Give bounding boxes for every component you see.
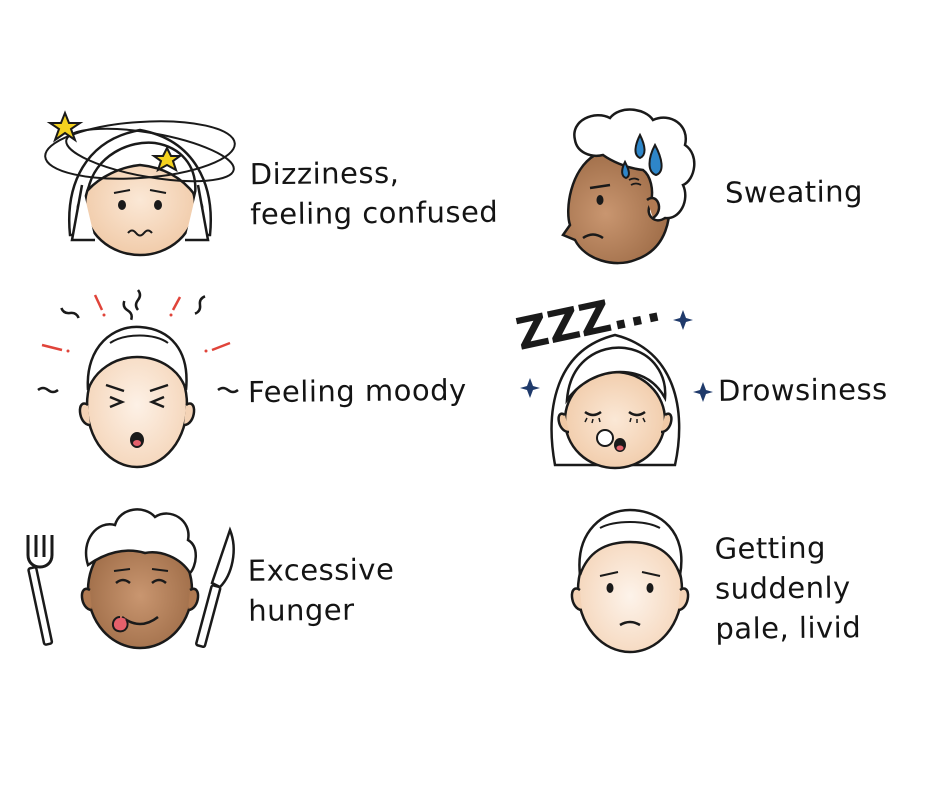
symptom-sweating: Sweating [555,100,895,270]
symptom-drowsiness: ZZZ... Drowsiness [512,280,915,475]
symptom-pale: Getting suddenly pale, livid [560,500,900,665]
drowsiness-label: Drowsiness [718,369,888,411]
drowsiness-label-line1: Drowsiness [717,372,888,408]
pale-face-icon [570,508,690,654]
pale-label: Getting suddenly pale, livid [714,527,861,649]
sweating-face-icon [561,108,696,265]
hunger-label: Excessive hunger [248,549,395,631]
pale-label-line2: suddenly [714,570,851,606]
moody-label: Feeling moody [248,370,467,412]
dizziness-label: Dizziness, feeling confused [250,152,499,235]
pale-label-line3: pale, livid [715,610,862,646]
knife-icon [195,526,235,649]
symptom-moody: Feeling moody [30,285,470,475]
dizziness-label-line1: Dizziness, [249,155,400,192]
fork-icon [26,535,54,646]
hunger-label-line2: hunger [248,592,355,628]
moody-face-icon [37,289,239,469]
pale-label-line1: Getting [714,530,827,566]
moody-label-line1: Feeling moody [247,372,467,410]
sweating-label-line1: Sweating [724,174,864,210]
hunger-label-line1: Excessive [247,552,395,588]
symptom-hunger: Excessive hunger [20,495,440,660]
sleepy-face-icon: ZZZ... [512,281,713,470]
sweating-label: Sweating [725,171,863,212]
dizzy-face-icon [44,110,236,257]
dizziness-label-line2: feeling confused [250,194,499,232]
symptom-dizziness: Dizziness, feeling confused [40,95,510,270]
hungry-face-icon [26,508,235,650]
